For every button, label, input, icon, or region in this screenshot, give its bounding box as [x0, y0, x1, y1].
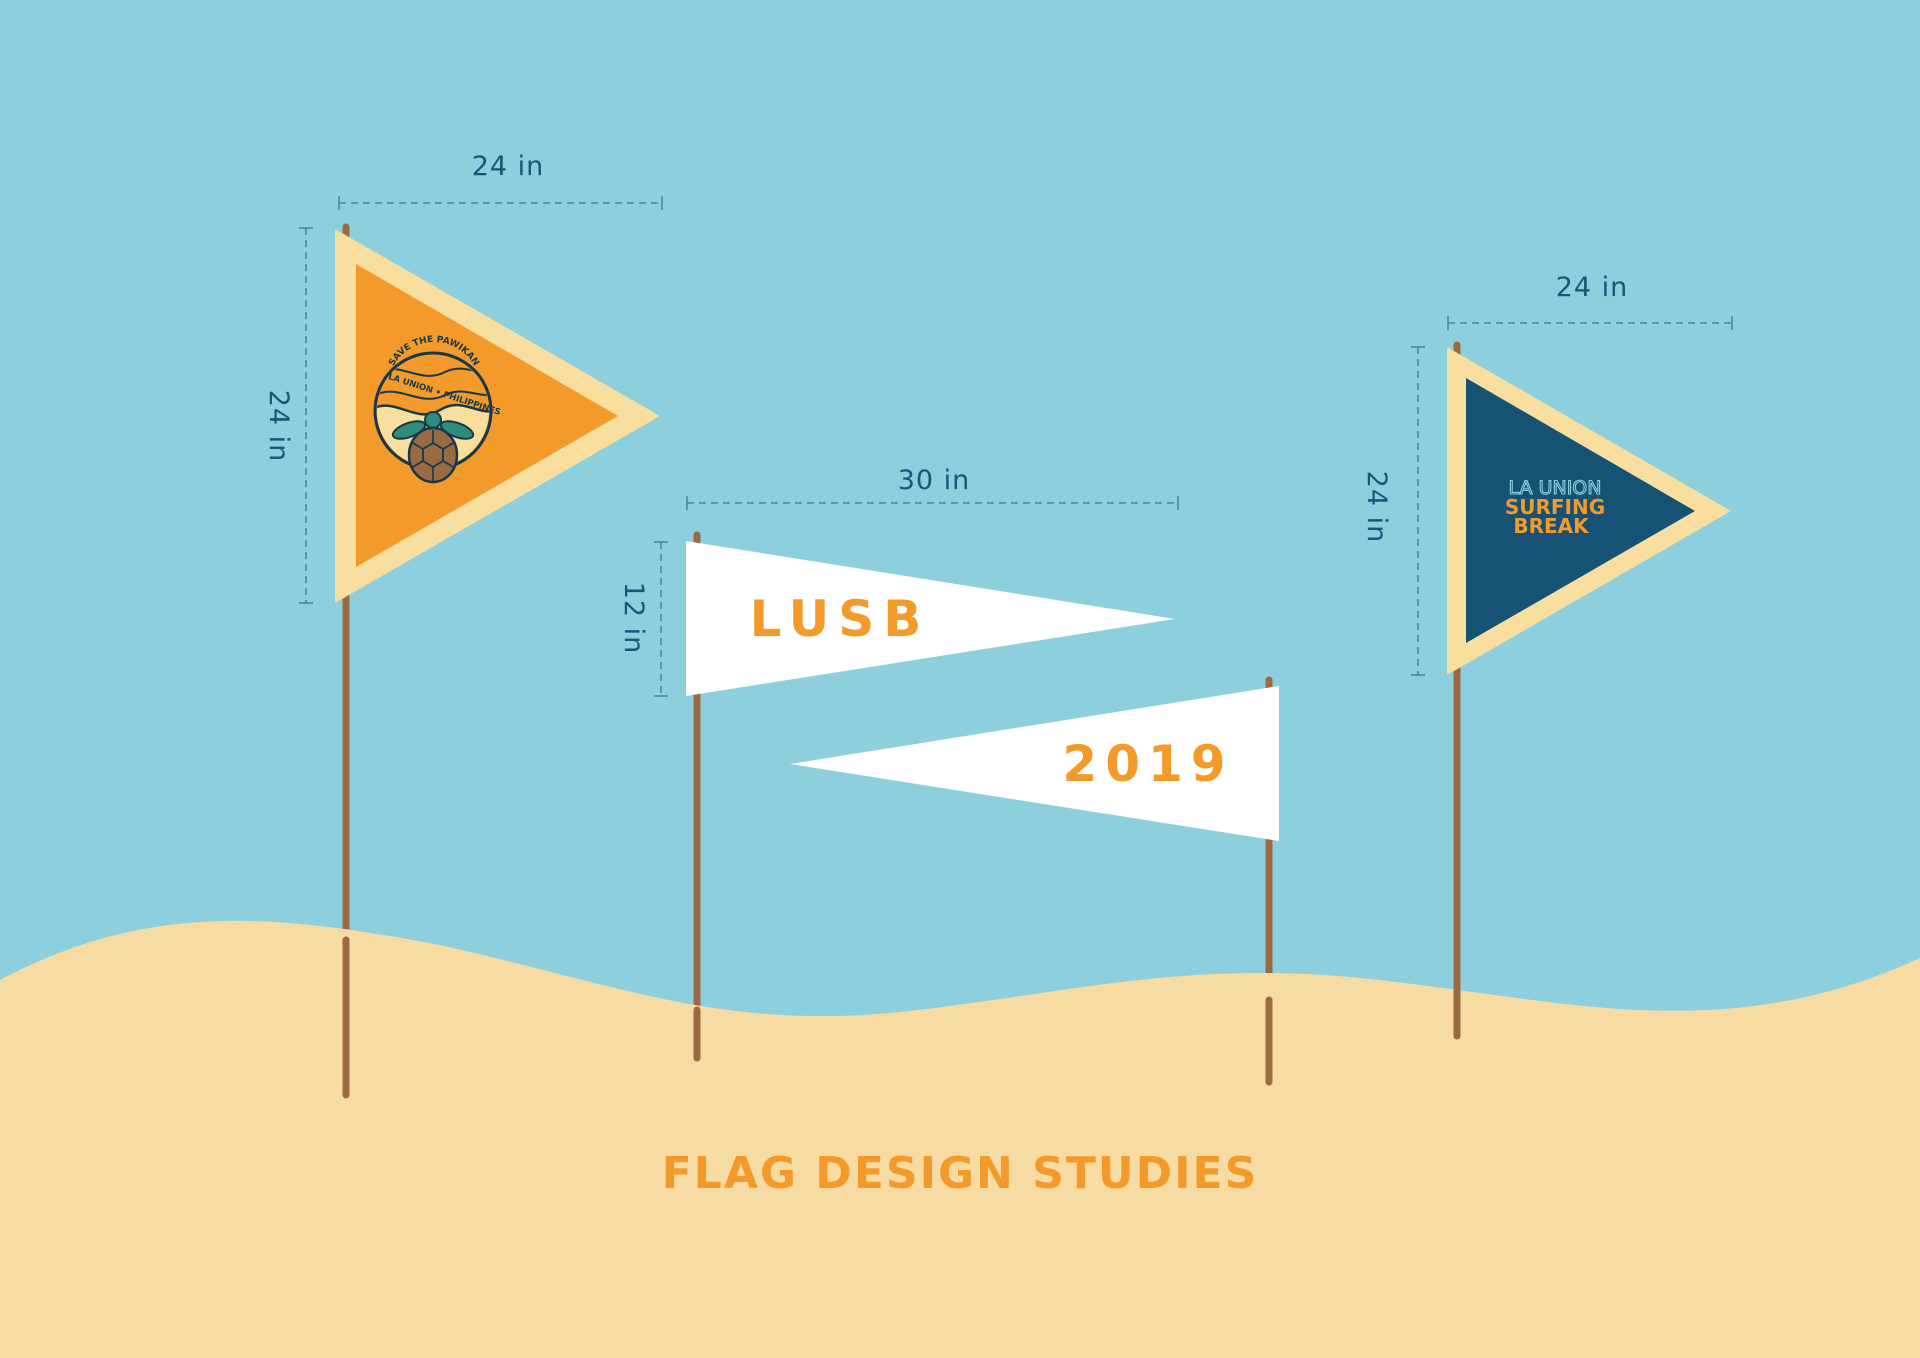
surfing-break-flag: LA UNION SURFING BREAK	[1447, 347, 1731, 675]
pawikan-height-label: 24 in	[263, 390, 294, 463]
sand-dune	[0, 920, 1920, 1358]
lusb-flag-field	[686, 541, 1175, 696]
year-flag: 2019	[790, 686, 1279, 841]
pawikan-badge: SAVE THE PAWIKAN LA UNION • PHILIPPINES	[373, 335, 502, 484]
pawikan-width-label: 24 in	[472, 151, 545, 182]
lusb-width-label: 30 in	[898, 465, 971, 496]
pawikan-flag-dimensions: 24 in 24 in	[263, 151, 663, 604]
surfing-break-line3: BREAK	[1513, 514, 1590, 538]
surfing-break-width-label: 24 in	[1556, 272, 1629, 303]
pawikan-flag: SAVE THE PAWIKAN LA UNION • PHILIPPINES	[335, 229, 660, 603]
surfing-break-line2: SURFING	[1505, 495, 1605, 519]
year-flag-field	[790, 686, 1279, 841]
turtle-icon	[391, 411, 475, 484]
year-flag-text: 2019	[1062, 735, 1233, 793]
surfing-break-flag-dimensions: 24 in 24 in	[1361, 272, 1733, 676]
page-title: FLAG DESIGN STUDIES	[662, 1148, 1259, 1199]
lusb-height-label: 12 in	[618, 582, 649, 655]
lusb-flag: LUSB	[686, 541, 1175, 696]
surfing-break-height-label: 24 in	[1361, 471, 1392, 544]
lusb-flag-text: LUSB	[750, 590, 931, 648]
surfing-break-flag-field	[1466, 378, 1695, 643]
surfing-break-line1: LA UNION	[1509, 477, 1602, 499]
lusb-flag-dimensions: 30 in 12 in	[618, 465, 1179, 697]
